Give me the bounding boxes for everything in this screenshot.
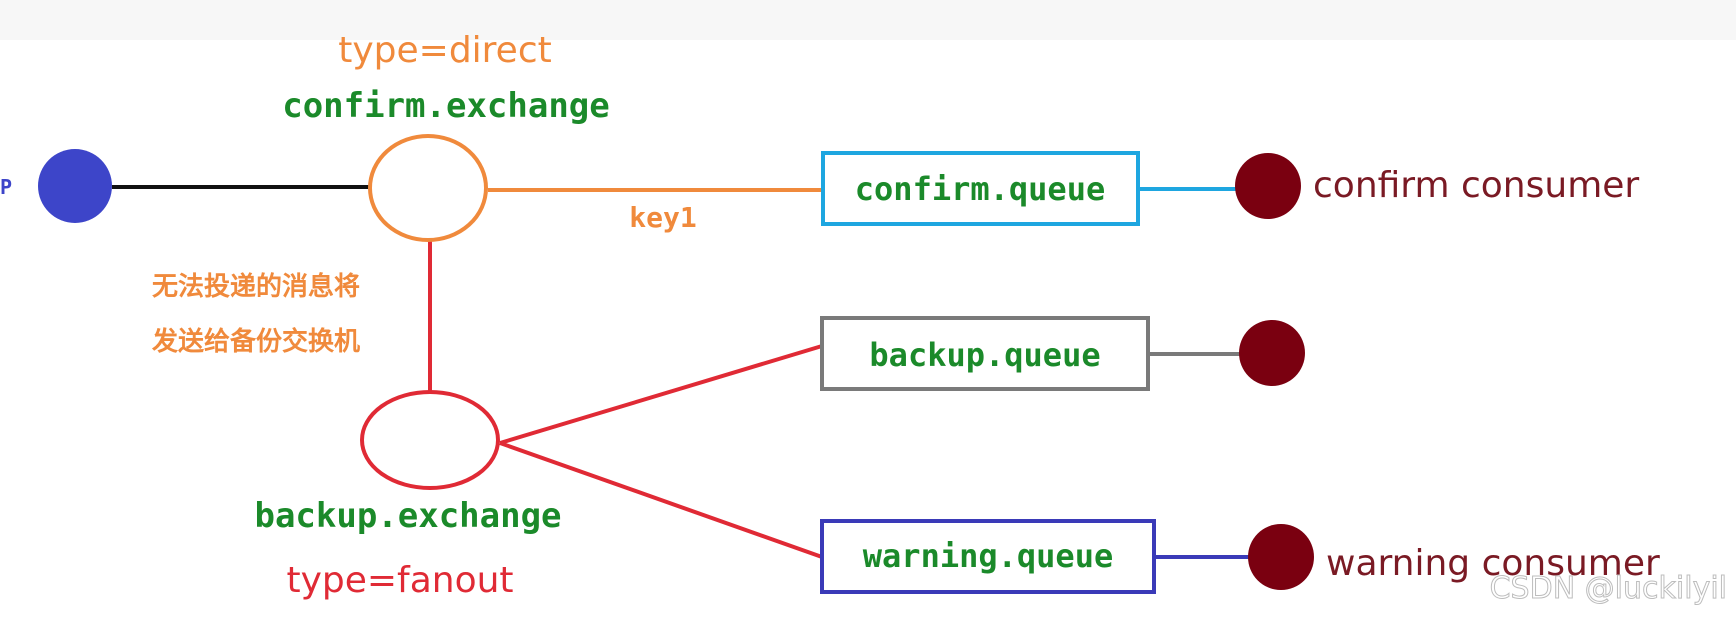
backup-note-line1: 无法投递的消息将	[152, 271, 360, 302]
confirm-queue-box	[821, 151, 1140, 226]
watermark: CSDN @luckilyil	[1490, 571, 1727, 606]
backup-queue-box	[820, 316, 1150, 391]
warning-queue-label: warning.queue	[863, 537, 1113, 575]
backup-consumer-node	[1239, 320, 1305, 386]
backup-queue-label: backup.queue	[869, 336, 1100, 374]
warning-consumer-label: warning consumer	[1326, 543, 1660, 584]
warning-consumer-node	[1248, 524, 1314, 590]
backup-note-line2: 发送给备份交换机	[151, 326, 360, 357]
routing-key-label: key1	[629, 201, 696, 234]
backup-exchange-type-label: type=fanout	[286, 560, 513, 601]
confirm-consumer-label: confirm consumer	[1313, 165, 1639, 206]
confirm-queue-label: confirm.queue	[855, 170, 1105, 208]
backup-exchange-node	[360, 390, 500, 490]
top-band	[0, 0, 1736, 40]
backup-exchange-to-backup-queue-line	[499, 344, 823, 445]
backup-exchange-name: backup.exchange	[254, 496, 561, 536]
warning-queue-box	[820, 519, 1156, 594]
producer-node	[38, 149, 112, 223]
confirm-exchange-type-label: type=direct	[338, 30, 552, 71]
confirm-exchange-node	[368, 134, 488, 242]
confirm-consumer-node	[1235, 153, 1301, 219]
confirm-exchange-name: confirm.exchange	[282, 86, 610, 126]
backup-exchange-to-warning-queue-line	[499, 441, 823, 559]
producer-label: P	[0, 175, 12, 199]
